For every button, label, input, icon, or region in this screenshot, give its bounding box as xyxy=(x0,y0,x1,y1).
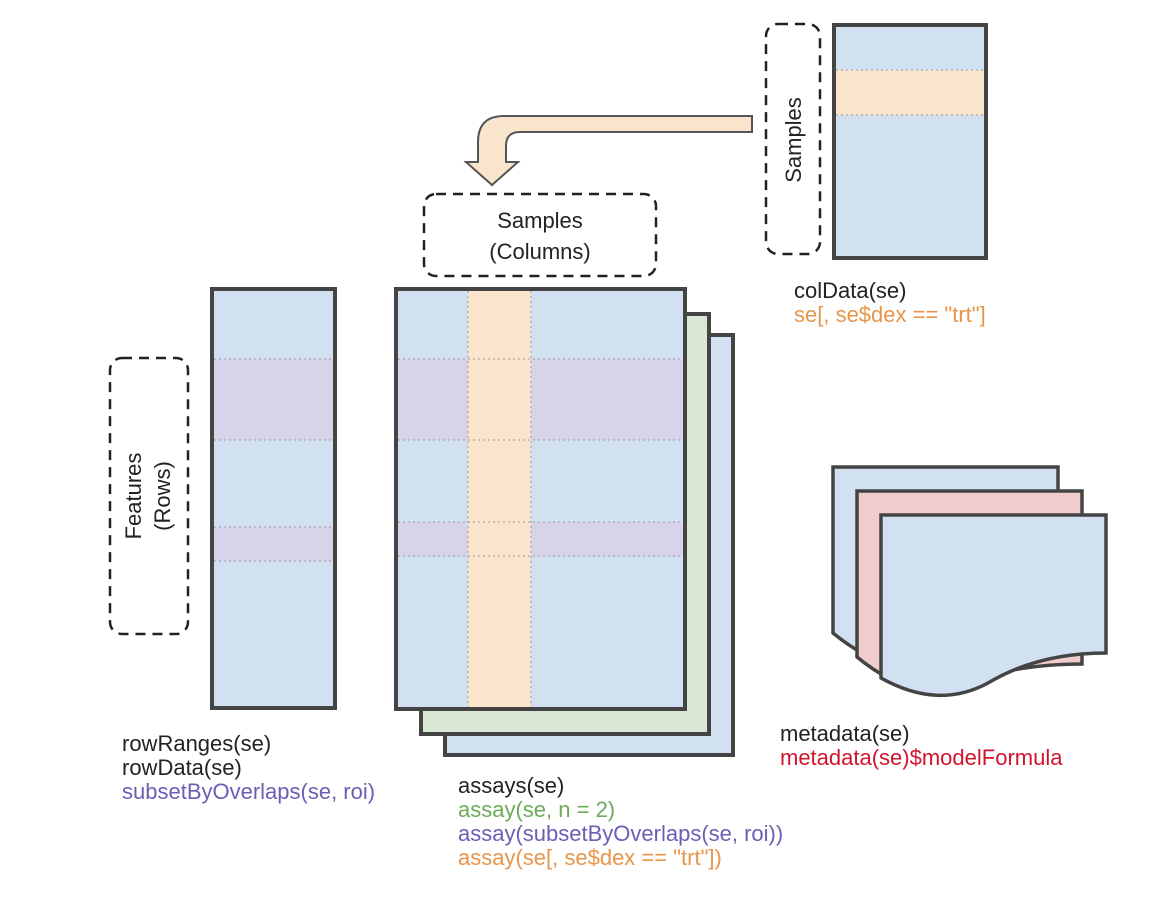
rowdata-line-0: rowRanges(se) xyxy=(122,731,272,756)
rowdata-selected-row-1 xyxy=(214,359,333,440)
metadata-accessors: metadata(se) metadata(se)$modelFormula xyxy=(780,722,1062,770)
coldata-accessors: colData(se) se[, se$dex == "trt"] xyxy=(794,279,986,327)
samples-vertical-label: Samples xyxy=(781,97,806,183)
metadata-sheet-1 xyxy=(879,513,1108,698)
rowdata-accessors: rowRanges(se) rowData(se) subsetByOverla… xyxy=(122,732,375,804)
assays-line-1: assay(se, n = 2) xyxy=(458,797,616,822)
arrow-icon xyxy=(463,115,753,187)
samples-dashed-box xyxy=(764,22,822,256)
rowdata-line-2: subsetByOverlaps(se, roi) xyxy=(122,779,376,804)
rowdata-selected-row-2 xyxy=(214,527,333,561)
assays-line-0: assays(se) xyxy=(458,773,565,798)
coldata-selected-row xyxy=(836,70,984,115)
features-label-line2: (Rows) xyxy=(150,461,175,531)
coldata-panel: Samples xyxy=(764,22,988,260)
metadata-line-0: metadata(se) xyxy=(780,721,910,746)
samples-columns-label-line2: (Columns) xyxy=(489,239,590,264)
assays-line-2: assay(subsetByOverlaps(se, roi)) xyxy=(458,821,784,846)
samples-columns-label-line1: Samples xyxy=(497,208,583,233)
features-dashed-box xyxy=(108,356,190,636)
metadata-panel xyxy=(831,465,1108,698)
assay-selected-row-2 xyxy=(398,522,683,556)
rowdata-table xyxy=(210,287,337,710)
assay-layer-1 xyxy=(394,287,687,711)
rowdata-panel: Features (Rows) xyxy=(108,287,337,710)
assay-selected-row-1 xyxy=(398,359,683,440)
rowdata-line-1: rowData(se) xyxy=(122,755,242,780)
metadata-line-1: metadata(se)$modelFormula xyxy=(780,745,1063,770)
assays-panel xyxy=(394,287,735,757)
coldata-table xyxy=(832,23,988,260)
assays-line-3: assay(se[, se$dex == "trt"]) xyxy=(458,845,722,870)
coldata-line-0: colData(se) xyxy=(794,278,907,303)
samples-columns-dashed-box xyxy=(422,192,658,278)
assays-accessors: assays(se) assay(se, n = 2) assay(subset… xyxy=(458,774,783,870)
coldata-line-1: se[, se$dex == "trt"] xyxy=(794,302,986,327)
features-label-line1: Features xyxy=(121,453,146,540)
assay-selected-column xyxy=(468,291,531,707)
